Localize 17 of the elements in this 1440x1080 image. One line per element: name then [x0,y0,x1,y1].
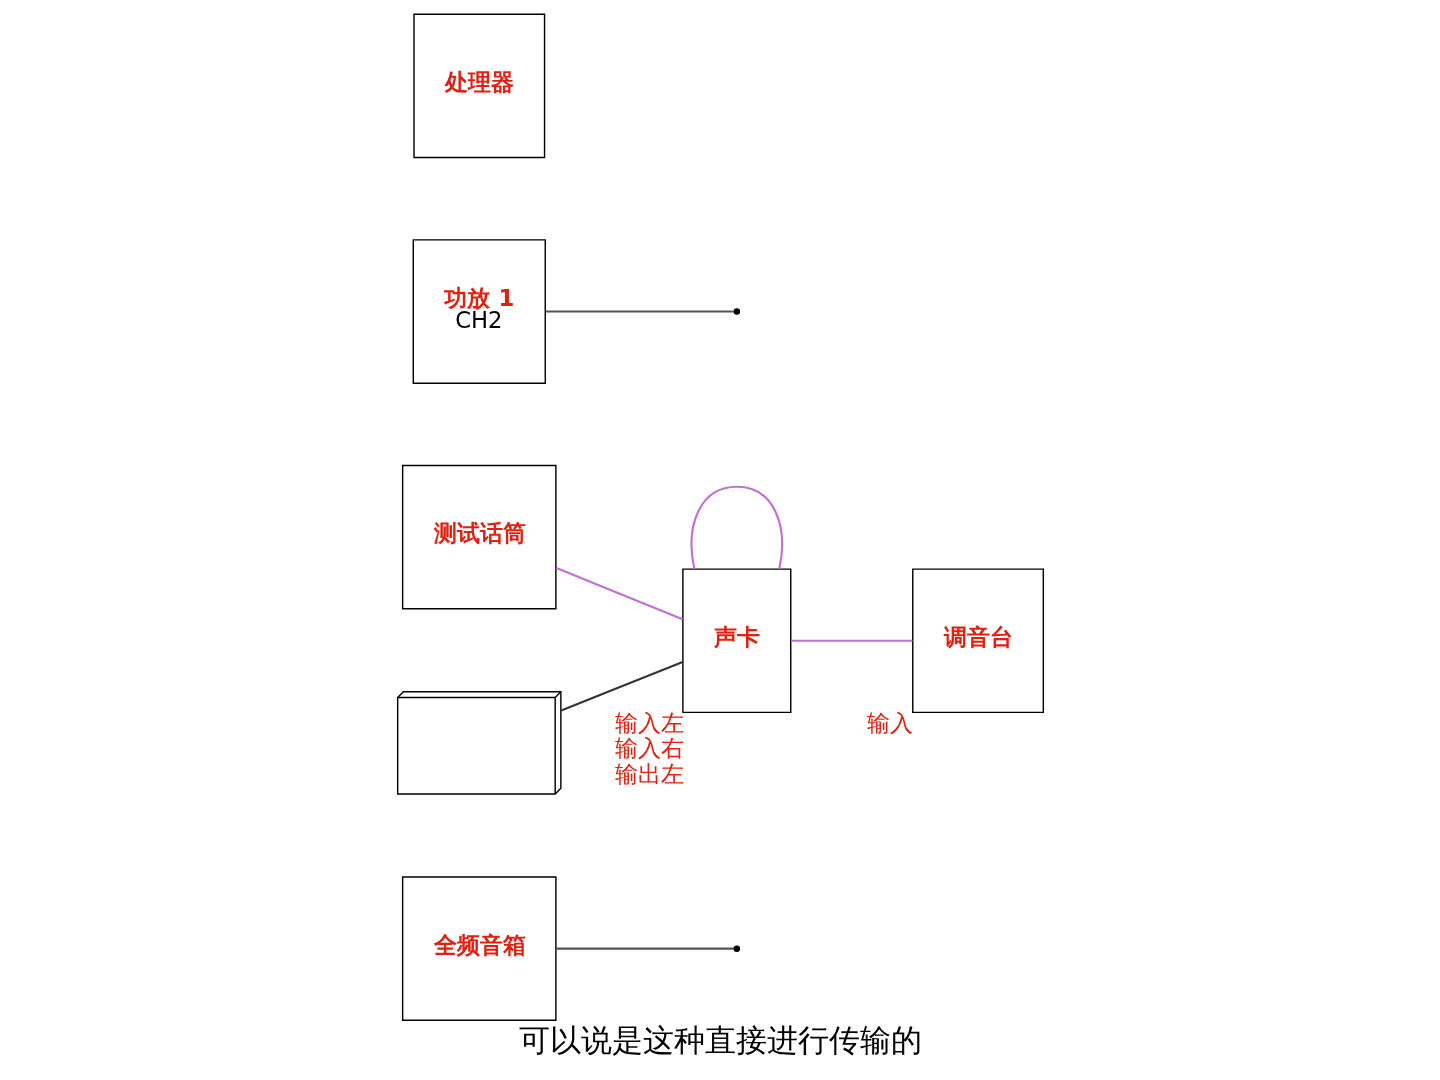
connector [790,639,912,642]
connector [545,310,734,313]
node-label: 输入 [866,709,913,736]
connector [690,485,783,570]
connector [555,947,734,950]
caption: 可以说是这种直接进行传输的 [518,1021,922,1058]
node-box: 测试话筒 [401,464,557,610]
connector [555,566,683,621]
node-label: 输入右 [614,735,684,762]
node-box: 全频音箱 [401,876,557,1022]
node-label: 输入左 [614,709,684,736]
node-box: 功放 1 CH2 [412,239,546,384]
node-label: 输出左 [614,760,684,787]
node-box: 调音台 [911,568,1044,714]
connector [560,660,683,712]
node-box: 处理器 [412,13,545,159]
node-box: 声卡 [681,568,791,714]
